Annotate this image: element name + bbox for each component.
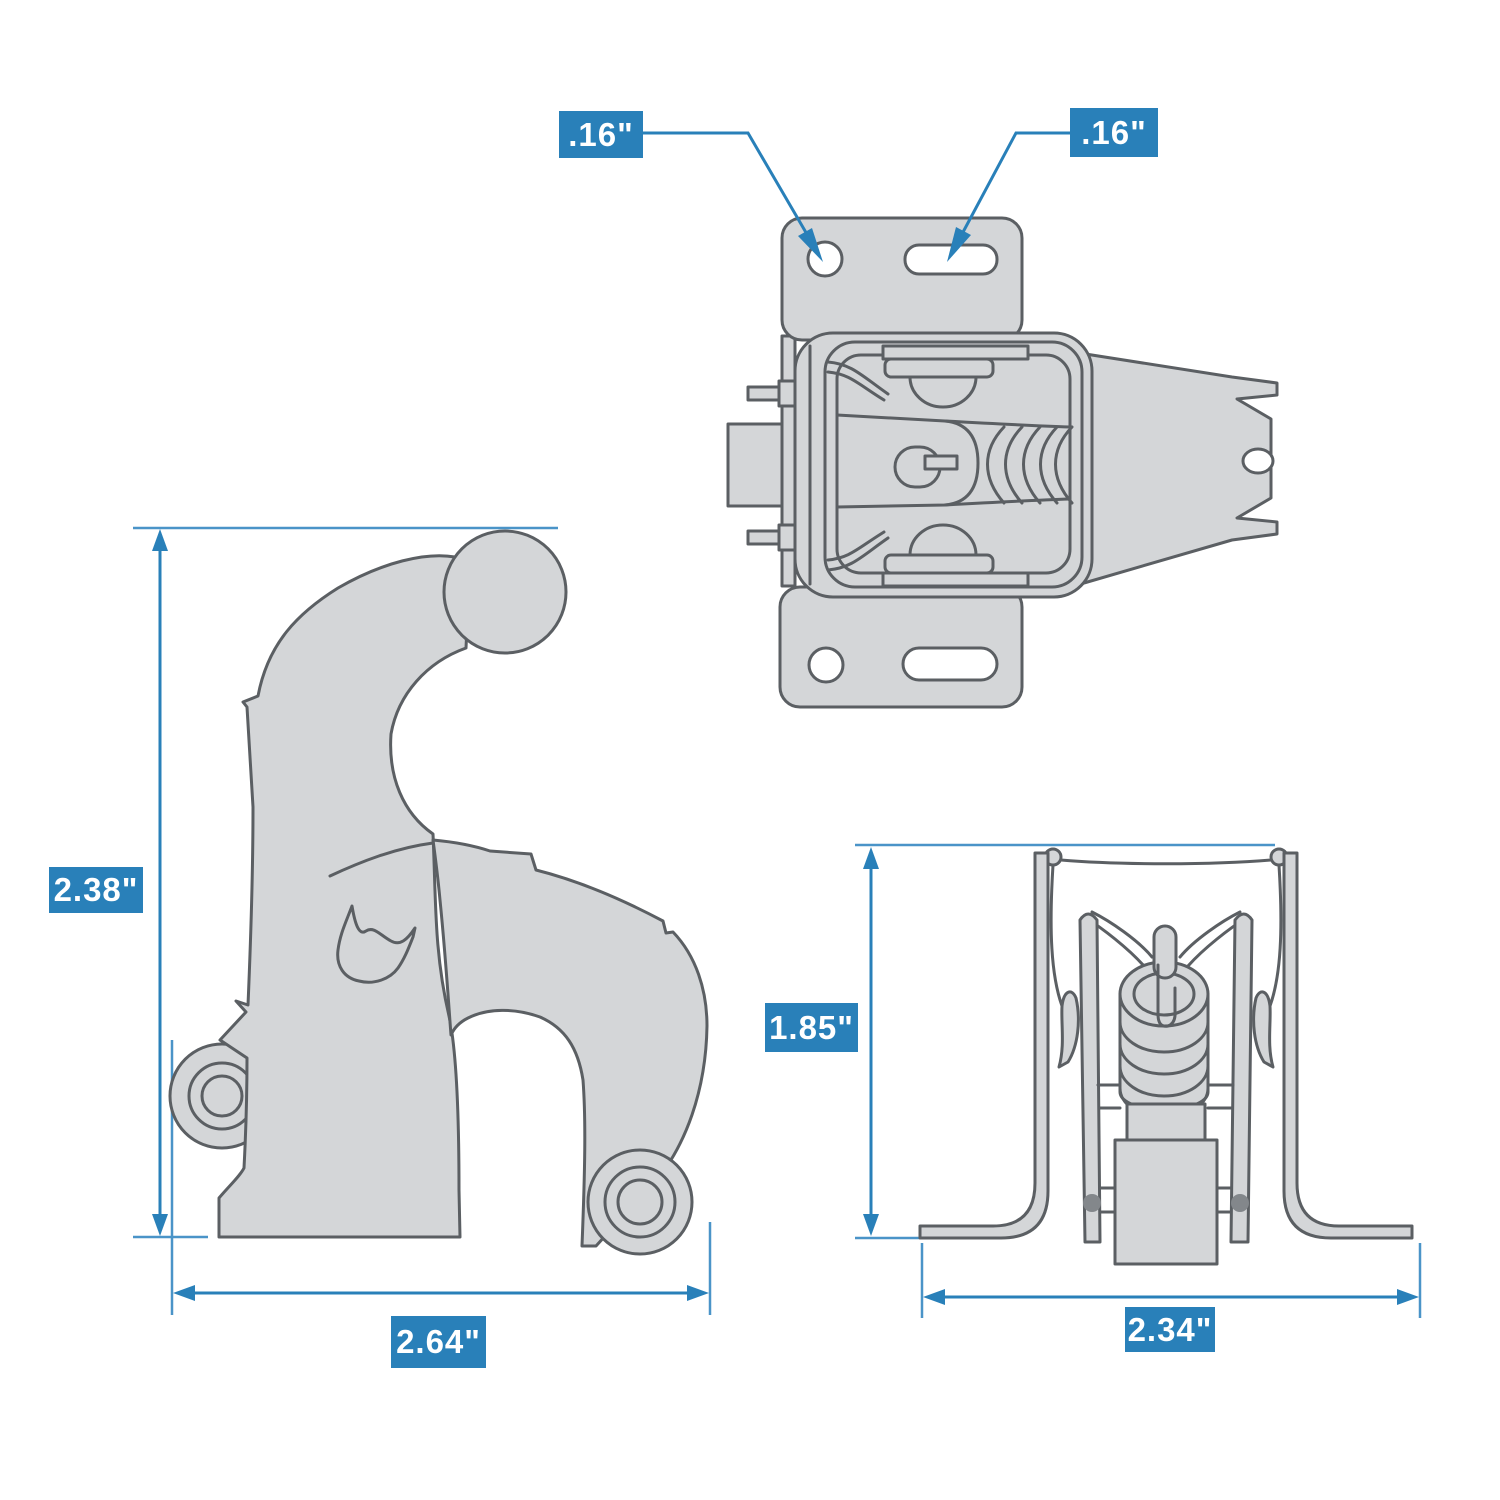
arrow-left-icon: [173, 1285, 195, 1301]
top-mounting-flange: [780, 216, 1024, 342]
left-prong-top: [746, 385, 784, 402]
latch-arm-body: [217, 554, 472, 1239]
dim-label-slot-hole: .16": [1070, 108, 1158, 157]
rear-roller-inner: [616, 1178, 664, 1226]
dim-label-side-height: 2.38": [49, 867, 143, 913]
leader-arrow-icon: [947, 227, 971, 262]
arrow-left-icon: [923, 1289, 945, 1305]
front-view-drawing: [918, 847, 1414, 1266]
plunger-rod: [1125, 1102, 1207, 1144]
dimension-annotations: [152, 131, 1419, 1305]
left-pivot-pin: [1083, 1194, 1101, 1212]
arrow-right-icon: [687, 1285, 709, 1301]
dim-label-front-width: 2.34": [1125, 1307, 1215, 1352]
arm-ball-end: [442, 529, 568, 655]
bottom-cam-bar: [881, 571, 1030, 588]
base-block: [1113, 1138, 1219, 1266]
top-cam-step: [883, 357, 995, 379]
bottom-mounting-flange: [778, 585, 1024, 709]
bottom-cam-lobe: [908, 523, 978, 557]
left-prong-bottom: [746, 529, 784, 546]
arrow-up-icon: [152, 529, 168, 551]
side-view-drawing: [168, 529, 709, 1256]
bottom-cam-step: [883, 553, 995, 575]
front-roller-inner: [200, 1074, 244, 1118]
arrow-down-icon: [152, 1214, 168, 1236]
push-button-tab: [726, 422, 784, 508]
arrow-down-icon: [863, 1214, 879, 1236]
leader-arrow-icon: [798, 228, 823, 262]
left-spring-arm: [1057, 990, 1080, 1069]
left-prong-top-cap: [777, 379, 797, 408]
bracket-oval-hole: [1241, 447, 1275, 475]
top-view-strike-bracket: [1058, 348, 1279, 592]
top-cam-lobe: [908, 375, 978, 409]
bottom-flange-round-hole: [807, 646, 845, 684]
left-inner-plate: [1078, 912, 1102, 1244]
flame-engraving: [336, 904, 417, 984]
right-mounting-bracket: [1282, 851, 1414, 1240]
right-pivot-pin: [1231, 1194, 1249, 1212]
keyhole-tab: [923, 454, 959, 471]
top-view-drawing: [726, 216, 1279, 709]
arrow-up-icon: [863, 847, 879, 869]
arrow-right-icon: [1397, 1289, 1419, 1305]
bottom-flange-slot-hole: [901, 646, 999, 682]
dim-label-round-hole: .16": [559, 111, 643, 158]
latch-claw: [431, 838, 709, 1248]
right-inner-plate: [1229, 912, 1254, 1244]
left-mounting-bracket: [918, 851, 1050, 1240]
top-flange-slot-hole: [903, 243, 999, 276]
dim-label-side-width: 2.64": [391, 1316, 486, 1368]
dim-label-front-height: 1.85": [765, 1003, 858, 1052]
right-spring-arm: [1252, 990, 1275, 1069]
left-prong-bottom-cap: [777, 523, 797, 552]
top-cam-bar: [881, 344, 1030, 361]
